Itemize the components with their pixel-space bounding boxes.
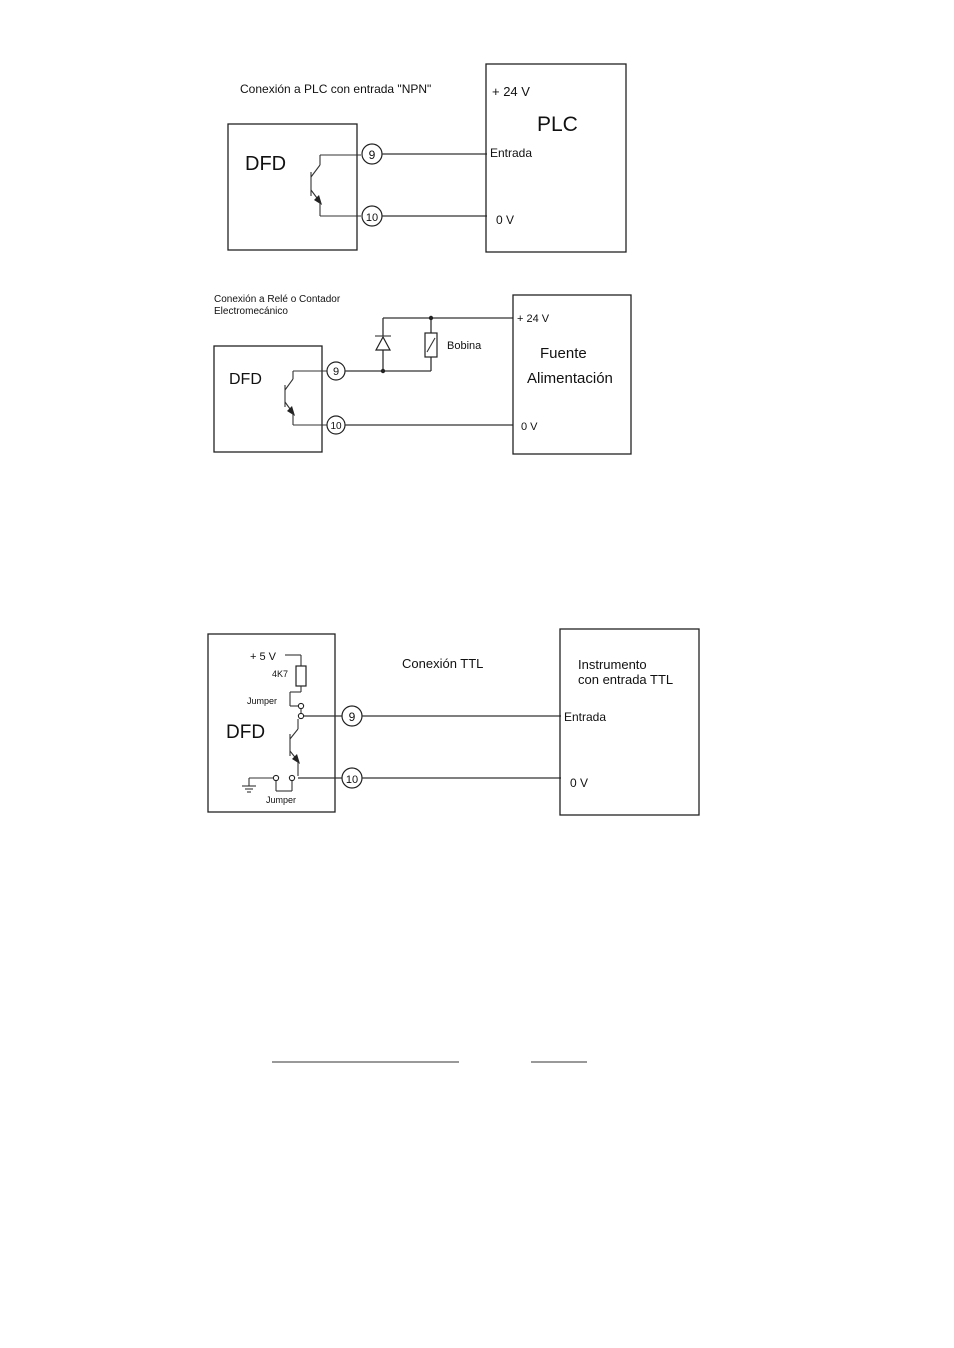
diagram-relay: Conexión a Relé o Contador Electromecáni… (213, 294, 632, 455)
dfd-box-1 (227, 123, 358, 251)
plus5-label: + 5 V (250, 651, 277, 663)
power-supply-box (512, 294, 632, 455)
npn-transistor-icon-2 (284, 370, 327, 426)
ground-icon (242, 785, 256, 793)
terminal-10-label-3: 10 (346, 774, 358, 786)
terminal-10-label-2: 10 (330, 421, 342, 432)
jumper-top-icon (289, 691, 305, 720)
ttl-input-label: Entrada (564, 710, 606, 724)
supply-title-line2: Alimentación (527, 370, 613, 387)
diode-icon (374, 335, 392, 351)
npn-transistor-icon-3 (289, 719, 300, 776)
plc-input-label: Entrada (490, 146, 532, 160)
dfd-box-2 (213, 345, 323, 453)
diagram3-caption: Conexión TTL (402, 656, 483, 671)
npn-transistor-icon-1 (310, 154, 361, 217)
terminal-10-label-1: 10 (366, 212, 378, 224)
supply-0v-label: 0 V (521, 421, 538, 433)
jumper-bottom-icon (248, 774, 296, 792)
plc-box (485, 63, 627, 253)
plc-title: PLC (537, 113, 578, 136)
coil-label: Bobina (447, 340, 482, 352)
ttl-title-line2: con entrada TTL (578, 672, 673, 687)
ttl-instrument-box (559, 628, 700, 816)
resistor-label: 4K7 (272, 669, 288, 679)
jumper-top-label: Jumper (247, 696, 277, 706)
dfd-box-3 (207, 633, 336, 813)
resistor-icon (295, 665, 307, 687)
supply-title-line1: Fuente (540, 345, 587, 362)
diagram-ttl: Conexión TTL DFD + 5 V 4K7 Jumper (207, 628, 700, 816)
dfd-label-3: DFD (226, 722, 265, 743)
diagram2-caption-line2: Electromecánico (214, 306, 288, 317)
relay-coil-icon (424, 332, 438, 358)
ttl-title-line1: Instrumento (578, 657, 647, 672)
terminal-9-label-1: 9 (369, 148, 376, 162)
terminal-9-label-2: 9 (333, 366, 339, 378)
plc-plus24: + 24 V (492, 84, 530, 99)
diagram-plc-npn: Conexión a PLC con entrada "NPN" DFD 9 1… (227, 63, 627, 253)
diagram1-caption: Conexión a PLC con entrada "NPN" (240, 82, 431, 96)
jumper-bottom-label: Jumper (266, 795, 296, 805)
diagram2-caption-line1: Conexión a Relé o Contador (214, 294, 341, 305)
dfd-label-1: DFD (245, 153, 286, 175)
terminal-9-label-3: 9 (349, 710, 356, 724)
supply-plus24: + 24 V (517, 313, 550, 325)
dfd-label-2: DFD (229, 371, 262, 388)
plc-0v-label: 0 V (496, 213, 514, 227)
ttl-0v-label: 0 V (570, 776, 588, 790)
